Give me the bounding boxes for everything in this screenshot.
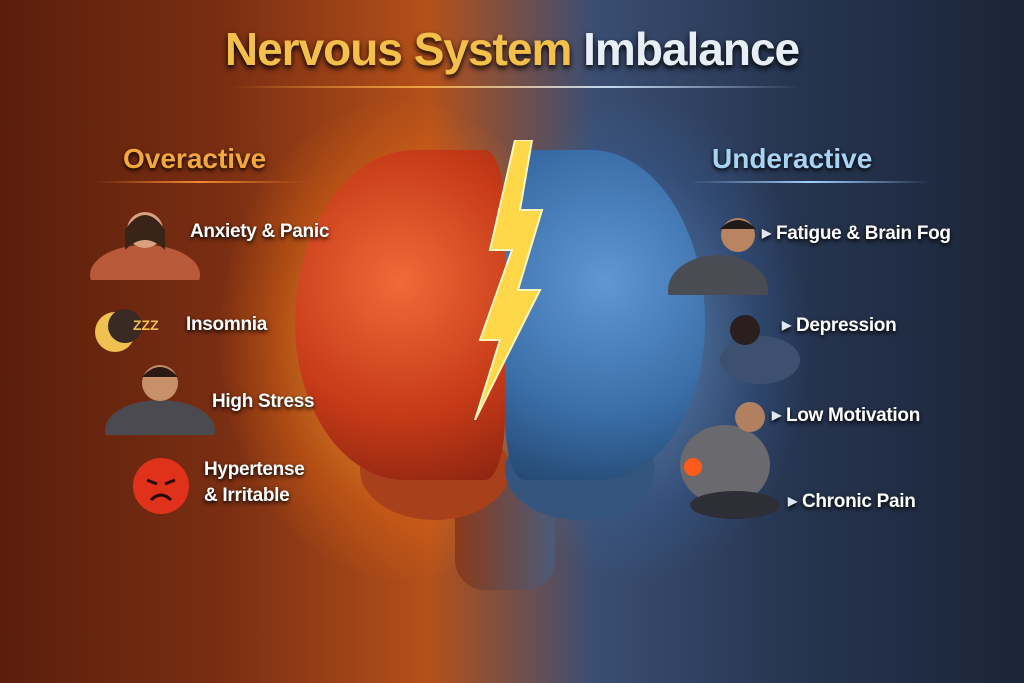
symptom-depression: ▶Depression xyxy=(782,315,897,336)
symptom-chronic-pain: ▶Chronic Pain xyxy=(788,491,916,512)
brain-right-hemisphere xyxy=(505,150,705,480)
underactive-heading: Underactive xyxy=(712,143,873,174)
symptom-anxiety-panic: Anxiety & Panic xyxy=(190,221,330,242)
brain-left-hemisphere xyxy=(295,150,505,480)
moon-sleep-icon: ZZZ xyxy=(95,309,159,352)
page-title: Nervous System Imbalance xyxy=(224,23,800,75)
slumped-man-icon xyxy=(680,402,780,519)
tired-man-icon xyxy=(668,218,768,295)
underactive-divider xyxy=(690,181,930,183)
symptom-fatigue-brain-fog: ▶Fatigue & Brain Fog xyxy=(762,223,951,244)
symptom-high-stress: High Stress xyxy=(212,391,315,412)
overactive-heading: Overactive xyxy=(123,143,267,174)
symptom-hypertense: Hypertense& Irritable xyxy=(204,459,305,506)
lightning-bolt-icon xyxy=(474,140,544,420)
pain-icon xyxy=(684,458,702,476)
symptom-low-motivation: ▶Low Motivation xyxy=(772,405,920,426)
symptom-insomnia: Insomnia xyxy=(186,314,268,335)
svg-text:ZZZ: ZZZ xyxy=(133,317,159,333)
stressed-man-icon xyxy=(105,365,215,435)
stressed-woman-icon xyxy=(90,212,200,280)
sad-woman-icon xyxy=(720,315,800,384)
overactive-divider xyxy=(95,181,305,183)
title-divider xyxy=(230,86,800,88)
angry-face-icon xyxy=(133,458,189,514)
